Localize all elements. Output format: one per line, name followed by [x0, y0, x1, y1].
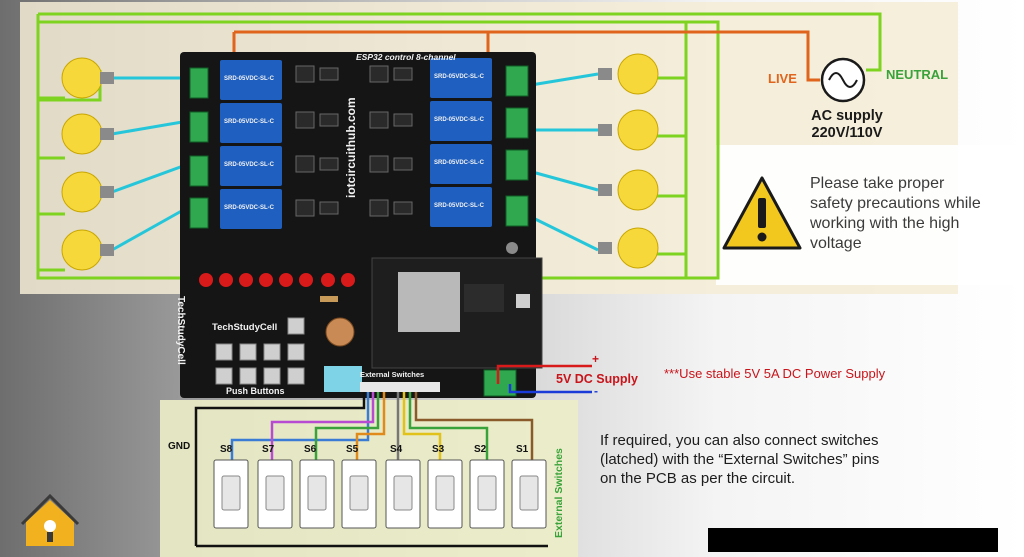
ac-supply-line2: 220V/110V	[811, 125, 883, 141]
pcb-brand-logo: TechStudyCell	[212, 322, 278, 333]
switch-label-s8: S8	[220, 444, 233, 455]
bulb-icon	[598, 109, 659, 151]
relay-group-right	[430, 58, 492, 227]
bulbs-right	[598, 53, 659, 269]
resistor	[320, 296, 338, 302]
bulb-icon	[598, 169, 659, 211]
pcb-external-switches-header: External Switches	[360, 370, 425, 379]
wall-switches	[213, 459, 547, 529]
switch-label-s1: S1	[516, 444, 529, 455]
bulb-icon	[598, 53, 659, 95]
terminal-blocks	[189, 65, 529, 397]
relay-label-4: SRD-05VDC-SL-C	[224, 205, 275, 211]
switch-label-s2: S2	[474, 444, 487, 455]
house-logo-icon	[20, 493, 80, 546]
bulb-icon	[61, 229, 114, 271]
dht-sensor	[324, 366, 362, 392]
neutral-label: NEUTRAL	[886, 67, 949, 82]
external-switch-header	[360, 382, 440, 392]
relay-label-7: SRD-05VDC-SL-C	[434, 160, 485, 166]
push-buttons	[215, 317, 305, 385]
bulbs-left	[61, 57, 114, 271]
ac-supply-label: AC supply 220V/110V	[802, 108, 892, 142]
relay-label-3: SRD-05VDC-SL-C	[224, 162, 275, 168]
switch-label-s7: S7	[262, 444, 275, 455]
capacitor	[506, 242, 518, 254]
redaction-bar	[708, 528, 998, 552]
esp32-module	[398, 272, 460, 332]
pcb-website: iotcircuithub.com	[344, 97, 358, 198]
dc-minus-label: -	[594, 384, 598, 398]
caution-text: Please take proper safety precautions wh…	[810, 175, 981, 252]
switch-label-s4: S4	[390, 444, 403, 455]
relay-label-1: SRD-05VDC-SL-C	[224, 76, 275, 82]
bulb-icon	[61, 113, 114, 155]
driver-components	[295, 65, 413, 217]
pcb-push-buttons: Push Buttons	[226, 386, 285, 396]
relay-label-6: SRD-05VDC-SL-C	[434, 117, 485, 123]
ldr-sensor	[325, 317, 355, 347]
warning-icon	[722, 176, 802, 250]
bulb-icon	[61, 57, 114, 99]
relay-label-2: SRD-05VDC-SL-C	[224, 119, 275, 125]
switch-label-s3: S3	[432, 444, 445, 455]
switch-label-s6: S6	[304, 444, 317, 455]
switch-wiring	[194, 392, 548, 548]
pcb-title: ESP32 control 8-channel	[356, 52, 456, 62]
relay-group-left	[220, 60, 282, 229]
dc-note: ***Use stable 5V 5A DC Power Supply	[664, 366, 886, 381]
gnd-label: GND	[168, 441, 191, 452]
bulb-icon	[61, 171, 114, 213]
relay-label-5: SRD-05VDC-SL-C	[434, 74, 485, 80]
switch-label-s5: S5	[346, 444, 359, 455]
pcb-brand-side: TechStudyCell	[175, 296, 186, 365]
ac-supply-line1: AC supply	[811, 108, 883, 124]
live-label: LIVE	[768, 71, 797, 86]
dc-plus-label: +	[592, 352, 600, 366]
dc-supply-label: 5V DC Supply	[556, 372, 638, 386]
external-switches-label: External Switches	[553, 448, 565, 538]
switch-note: If required, you can also connect switch…	[600, 432, 880, 487]
neutral-wiring	[36, 12, 882, 280]
status-leds	[199, 273, 355, 287]
bulb-icon	[598, 227, 659, 269]
relay-label-8: SRD-05VDC-SL-C	[434, 203, 485, 209]
